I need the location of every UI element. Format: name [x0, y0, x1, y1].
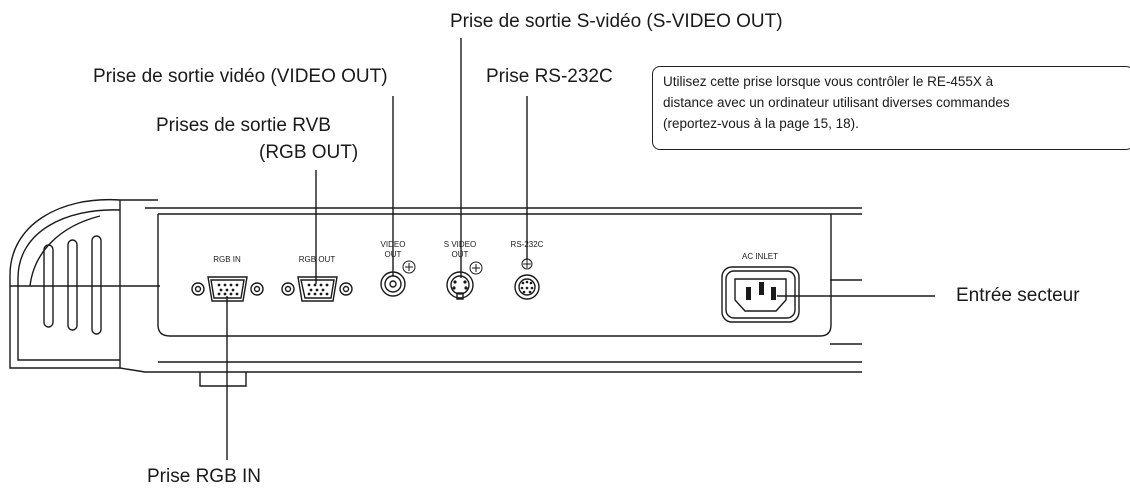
- rs232c-note-box: Utilisez cette prise lorsque vous contrô…: [652, 66, 1130, 150]
- rgb-out-connector: [281, 276, 353, 302]
- note-line-3: (reportez-vous à la page 15, 18).: [663, 116, 859, 131]
- svideo-out-connector: [446, 261, 483, 300]
- callout-video-out: Prise de sortie vidéo (VIDEO OUT): [93, 66, 388, 87]
- ac-inlet-connector: [721, 266, 800, 323]
- note-line-2: distance avec un ordinateur utilisant di…: [663, 95, 1010, 110]
- panel-label-video-out-2: OUT: [384, 250, 402, 259]
- panel-label-rgb-out: RGB OUT: [298, 255, 336, 264]
- panel-label-svideo-out-1: S VIDEO: [443, 240, 477, 249]
- callout-rgb-in: Prise RGB IN: [147, 466, 262, 487]
- vent-slot-3: [91, 235, 102, 335]
- panel-label-rgb-in: RGB IN: [213, 255, 241, 264]
- rgb-in-connector: [191, 276, 264, 302]
- video-out-connector: [380, 260, 416, 297]
- device-left-curve: [29, 215, 101, 287]
- device-left-cap: [9, 198, 121, 369]
- panel-label-rs232c: RS-232C: [510, 240, 544, 249]
- vent-slot-2: [67, 239, 78, 331]
- panel-label-ac-inlet: AC INLET: [741, 252, 778, 261]
- note-line-1: Utilisez cette prise lorsque vous contrô…: [663, 74, 994, 89]
- callout-rgb-out-line1: Prises de sortie RVB: [156, 115, 331, 136]
- rs232c-connector: [514, 258, 540, 300]
- callout-svideo-out: Prise de sortie S-vidéo (S-VIDEO OUT): [450, 11, 783, 32]
- device-body-outline: [119, 200, 862, 373]
- callout-rs232c: Prise RS-232C: [486, 66, 613, 87]
- callout-rgb-out-line2: (RGB OUT): [259, 142, 359, 163]
- panel-label-video-out-1: VIDEO: [380, 240, 406, 249]
- callout-ac-inlet: Entrée secteur: [956, 285, 1080, 306]
- rear-panel: [157, 214, 832, 337]
- panel-label-svideo-out-2: OUT: [451, 250, 469, 259]
- device-left-cap-inner: [17, 209, 121, 361]
- device-foot: [199, 372, 247, 387]
